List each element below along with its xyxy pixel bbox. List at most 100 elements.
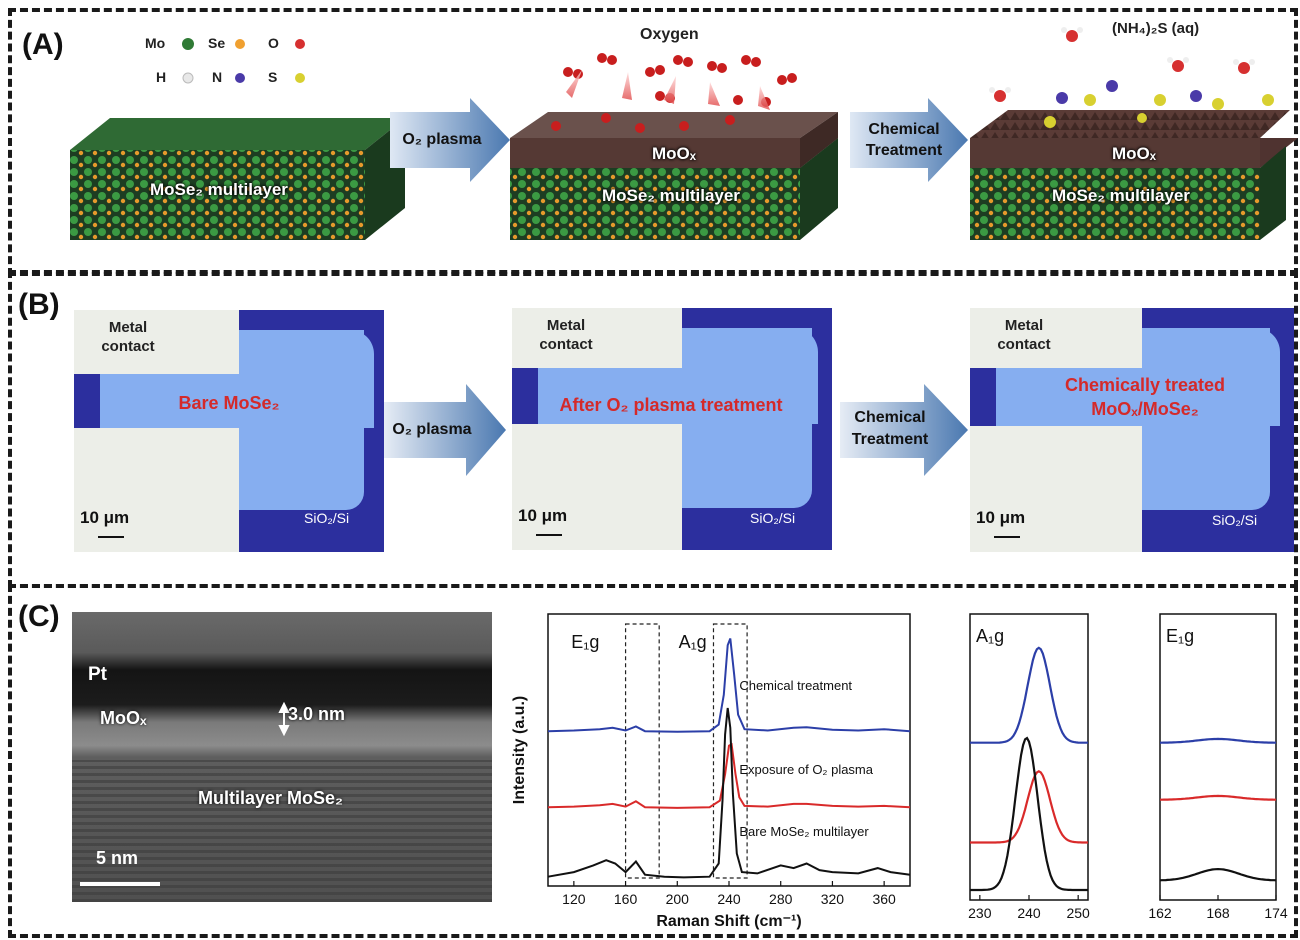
- legend-h-label: H: [156, 69, 166, 85]
- scale-label-1: 10 μm: [80, 508, 130, 527]
- tem-thickness-label: 3.0 nm: [288, 704, 346, 724]
- micrograph-2-label: After O₂ plasma treatment: [559, 395, 783, 415]
- legend-h-atom: [182, 72, 194, 84]
- atom-legend: Mo Se O H N S: [145, 35, 305, 85]
- panel-b-letter: (B): [18, 288, 60, 321]
- inset-x-tick-label-2: 174: [1264, 905, 1288, 921]
- inset-title: A₁g: [976, 626, 1004, 646]
- panel-c-frame: [8, 584, 1298, 938]
- y-axis-label: Intensity (a.u.): [511, 696, 528, 804]
- legend-s-label: S: [268, 69, 277, 85]
- scale-bar-1: [98, 536, 124, 538]
- inset-x-tick-label-0: 162: [1148, 905, 1172, 921]
- inset-series-line-1: [970, 770, 1088, 844]
- stack2-top-label: MoOₓ: [652, 144, 696, 163]
- a1g-zoom-chart: A₁g 230 240 250: [968, 613, 1090, 921]
- stack2-label: MoSe₂ multilayer: [602, 186, 740, 205]
- x-tick-label-1: 160: [614, 891, 638, 907]
- tem-pt-label: Pt: [88, 664, 107, 685]
- micrograph-1-label: Bare MoSe₂: [178, 393, 280, 413]
- legend-mo-atom: [182, 38, 194, 50]
- highlight-box-1: [712, 623, 748, 879]
- legend-n-atom: [235, 73, 245, 83]
- inset-series-line-0: [1160, 737, 1276, 744]
- scale-bar-2: [536, 534, 562, 536]
- solution-molecules: [989, 27, 1274, 128]
- x-tick-label-5: 320: [821, 891, 845, 907]
- legend-o-atom: [295, 39, 305, 49]
- peak-label-1: A₁g: [679, 632, 707, 652]
- micrograph-plasma: Metal contact After O₂ plasma treatment …: [512, 308, 832, 550]
- inset-x-tick-label-2: 250: [1066, 905, 1090, 921]
- inset-x-tick-label-0: 230: [968, 905, 992, 921]
- inset-series-line-2: [970, 736, 1088, 892]
- x-tick-label-2: 200: [666, 891, 690, 907]
- micrograph-chemical: Metal contact Chemically treated MoOₓ/Mo…: [970, 308, 1294, 552]
- x-tick-label-4: 280: [769, 891, 793, 907]
- x-axis-label: Raman Shift (cm⁻¹): [656, 913, 801, 930]
- arrow-a2-label-line2: Treatment: [865, 142, 943, 159]
- series-label-1: Exposure of O₂ plasma: [739, 762, 873, 777]
- legend-se-label: Se: [208, 35, 225, 51]
- arrow-a2-label-line1: Chemical: [868, 121, 940, 138]
- series-line-2: [547, 707, 911, 879]
- process-arrow-1: [390, 98, 510, 182]
- tem-image: [72, 612, 492, 902]
- highlight-box-0: [624, 623, 660, 879]
- inset-x-tick-label-1: 240: [1017, 905, 1041, 921]
- series-label-0: Chemical treatment: [739, 678, 852, 693]
- schematic-illustration: [70, 27, 1298, 240]
- legend-se-atom: [235, 39, 245, 49]
- substrate-label-1: SiO₂/Si: [304, 510, 350, 526]
- mose2-stack-1: [70, 118, 405, 240]
- legend-n-label: N: [212, 69, 222, 85]
- inset-title: E₁g: [1166, 626, 1194, 646]
- panel-a-frame: [8, 8, 1298, 276]
- oxygen-molecules: [551, 53, 797, 133]
- scale-label-3: 10 μm: [976, 508, 1026, 527]
- micrograph-3-label-line2: MoOₓ/MoSe₂: [1091, 399, 1199, 419]
- process-arrow-2: [850, 98, 968, 182]
- x-tick-label-0: 120: [562, 891, 586, 907]
- panel-a-letter: (A): [22, 28, 64, 61]
- series-label-2: Bare MoSe₂ multilayer: [739, 824, 869, 839]
- legend-o-label: O: [268, 35, 279, 51]
- metal-contact-label-2: Metal contact: [539, 317, 593, 353]
- metal-contact-label-3: Metal contact: [997, 317, 1051, 353]
- legend-mo-label: Mo: [145, 35, 165, 51]
- solution-label: (NH₄)₂S (aq): [1112, 20, 1200, 37]
- inset-series-line-2: [1159, 867, 1277, 882]
- substrate-label-3: SiO₂/Si: [1212, 512, 1258, 528]
- x-tick-label-3: 240: [717, 891, 741, 907]
- arrow-a1-label: O₂ plasma: [402, 131, 482, 148]
- tem-scale-label: 5 nm: [96, 848, 139, 868]
- inset-series-line-0: [970, 646, 1088, 744]
- inset-frame: [969, 613, 1089, 901]
- metal-contact-label-1: Metal contact: [101, 319, 155, 355]
- mose2-stack-3: [970, 110, 1298, 240]
- stack3-label: MoSe₂ multilayer: [1052, 186, 1190, 205]
- arrow-b2-label-line2: Treatment: [851, 431, 929, 448]
- legend-s-atom: [295, 73, 305, 83]
- tem-moox-label: MoOₓ: [100, 708, 147, 728]
- inset-frame: [1159, 613, 1277, 901]
- micrograph-3-label-line1: Chemically treated: [1064, 375, 1226, 395]
- oxygen-label: Oxygen: [640, 26, 699, 43]
- x-tick-label-6: 360: [872, 891, 896, 907]
- series-line-0: [547, 638, 911, 733]
- tem-mose2-label: Multilayer MoSe₂: [198, 788, 344, 808]
- micrograph-bare: Metal contact Bare MoSe₂ 10 μm SiO₂/Si: [74, 310, 384, 552]
- scale-label-2: 10 μm: [518, 506, 568, 525]
- scale-bar-3: [994, 536, 1020, 538]
- e1g-zoom-chart: E₁g 162 168 174: [1148, 613, 1288, 921]
- inset-series-line-1: [1160, 794, 1276, 801]
- peak-label-0: E₁g: [571, 632, 599, 652]
- series-line-1: [547, 742, 911, 809]
- stack3-top-label: MoOₓ: [1112, 144, 1156, 163]
- inset-x-tick-label-1: 168: [1206, 905, 1230, 921]
- panel-c-letter: (C): [18, 600, 60, 633]
- mose2-stack-2: [510, 112, 838, 240]
- arrow-b2-label-line1: Chemical: [854, 409, 926, 426]
- arrow-b1-label: O₂ plasma: [392, 421, 472, 438]
